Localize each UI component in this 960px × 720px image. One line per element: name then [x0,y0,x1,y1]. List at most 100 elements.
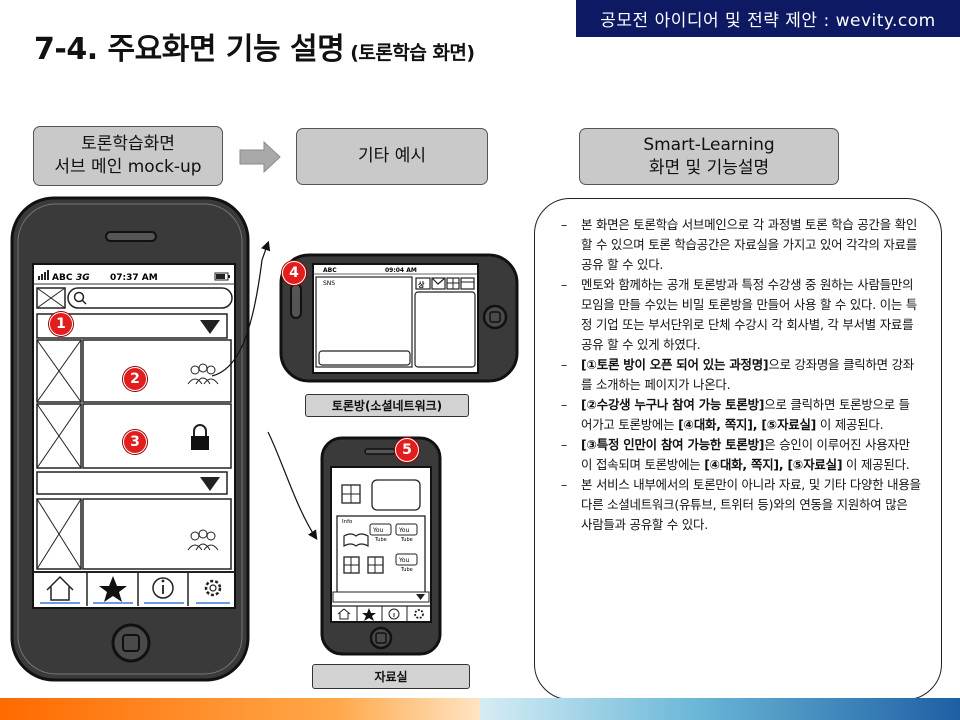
network-label: 3G [76,273,90,283]
sns-caption: 토론방(소셜네트워크) [305,394,469,417]
badge-3: 3 [123,430,147,454]
library-star-tab-icon[interactable] [362,608,376,621]
description-item: [③특정 인만이 참여 가능한 토론방]은 승인이 이루어진 사용자만이 접속되… [561,435,921,475]
description-highlight: [④대화, 쪽지], [⑤자료실] [704,457,843,472]
signal-icon [38,270,49,280]
other-example-text: 기타 예시 [358,146,426,167]
second-dropdown[interactable] [36,471,228,495]
group-users-icon-2 [187,529,219,551]
youtube-2-top: You [398,527,410,534]
description-text: 본 서비스 내부에서의 토론만이 아니라 자료, 및 기타 다양한 내용을 다른… [581,477,921,532]
footer-bar-left [0,698,480,720]
library-archive-icon-2 [367,556,384,574]
library-info-label: Info [342,519,353,525]
description-item: [②수강생 누구나 참여 가능 토론방]으로 클릭하면 토론방으로 들어가고 토… [561,395,921,435]
sns-archive-icon [446,277,460,290]
description-item: 본 화면은 토론학습 서브메인으로 각 과정별 토론 학습 공간을 확인 할 수… [561,215,921,275]
sns-phone-mockup: ABC 09:04 AM SNS 상 [279,253,519,383]
discussion-item-4[interactable] [36,498,232,570]
library-archive-icon-1 [343,556,360,574]
settings-gear-icon[interactable] [196,579,230,604]
search-field[interactable] [67,287,233,309]
description-text: 이 제공된다. [842,457,910,472]
youtube-2-bottom: Tube [400,537,413,543]
star-tab-icon[interactable] [93,576,133,604]
mockup-label-line2: 서브 메인 mock-up [54,157,202,177]
sns-message-icon [431,277,446,290]
library-folder-icon [341,484,361,504]
description-text: 으로 클릭하면 토론방으로 들어가고 토론방에는 [581,397,910,432]
home-button[interactable] [111,623,151,663]
library-home-tab-icon[interactable] [337,608,351,620]
smart-label-line1: Smart-Learning [643,134,775,155]
chevron-down-icon-2 [200,477,220,491]
library-info-tab-icon[interactable] [388,608,400,620]
badge-4: 4 [282,261,306,285]
library-preview-box [371,479,421,511]
battery-icon [214,272,230,281]
arrow-to-library [267,431,318,540]
sns-label: SNS [323,280,335,287]
badge-5: 5 [395,438,419,462]
library-home-button[interactable] [369,626,393,650]
description-highlight: [①토론 방이 오픈 되어 있는 과정명] [581,357,769,372]
description-item: 본 서비스 내부에서의 토론만이 아니라 자료, 및 기타 다양한 내용을 다른… [561,475,921,535]
smart-label-line2: 화면 및 기능설명 [648,157,770,178]
group-users-icon [187,363,219,385]
youtube-3-bottom: Tube [400,567,413,573]
library-dropdown[interactable] [332,591,430,603]
arrow-to-sns [211,240,271,377]
logo-placeholder-icon [36,287,66,309]
description-text: 은 승인이 이루어진 사용자만이 접속되며 토론방에는 [581,437,910,472]
lock-icon [191,424,209,450]
chevron-down-icon [200,320,220,334]
description-text: 이 제공된다. [816,417,884,432]
description-highlight: [③특정 인만이 참여 가능한 토론방] [581,437,765,452]
description-text: 으로 강좌명을 클릭하면 강좌를 소개하는 페이지가 나온다. [581,357,914,392]
sns-chat-icon: 상 [415,277,431,290]
description-text: 본 화면은 토론학습 서브메인으로 각 과정별 토론 학습 공간을 확인 할 수… [581,217,918,272]
library-chevron-down-icon [416,594,425,600]
description-text: 멘토와 함께하는 공개 토론방과 특정 수강생 중 원하는 사람들만의 모임을 … [581,277,918,352]
info-tab-icon[interactable] [144,577,184,604]
library-caption: 자료실 [312,664,470,689]
sns-input-field[interactable] [318,350,411,366]
private-discussion-item[interactable] [36,403,232,469]
svg-text:상: 상 [418,280,425,289]
description-list: 본 화면은 토론학습 서브메인으로 각 과정별 토론 학습 공간을 확인 할 수… [561,215,921,535]
youtube-1-top: You [372,527,384,534]
page-title: 7-4. 주요화면 기능 설명(토론학습 화면) [34,24,475,68]
clock-label: 07:37 AM [110,273,158,283]
sns-clock-label: 09:04 AM [385,267,417,274]
page-title-sub: (토론학습 화면) [350,42,475,64]
search-icon [73,291,85,303]
mockup-label-line1: 토론학습화면 [81,134,175,155]
right-arrow-icon [239,140,281,174]
home-tab-icon[interactable] [40,575,80,604]
description-highlight: [④대화, 쪽지], [⑤자료실] [678,417,817,432]
description-item: [①토론 방이 오픈 되어 있는 과정명]으로 강좌명을 클릭하면 강좌를 소개… [561,355,921,395]
sns-side-panel [414,291,476,368]
description-item: 멘토와 함께하는 공개 토론방과 특정 수강생 중 원하는 사람들만의 모임을 … [561,275,921,355]
page-title-main: 7-4. 주요화면 기능 설명 [34,32,345,67]
badge-2: 2 [123,367,147,391]
library-settings-icon[interactable] [414,609,424,619]
footer-bar-right [480,698,960,720]
youtube-1-bottom: Tube [374,537,387,543]
brand-banner: 공모전 아이디어 및 전략 제안 : wevity.com [576,0,960,37]
carrier-label: ABC [52,273,73,283]
library-book-icon [343,533,369,548]
youtube-3-top: You [398,557,410,564]
description-panel: 본 화면은 토론학습 서브메인으로 각 과정별 토론 학습 공간을 확인 할 수… [534,198,942,700]
open-discussion-item[interactable] [36,339,232,403]
badge-1: 1 [49,312,73,336]
description-highlight: [②수강생 누구나 참여 가능 토론방] [581,397,765,412]
sns-home-button[interactable] [482,304,508,330]
